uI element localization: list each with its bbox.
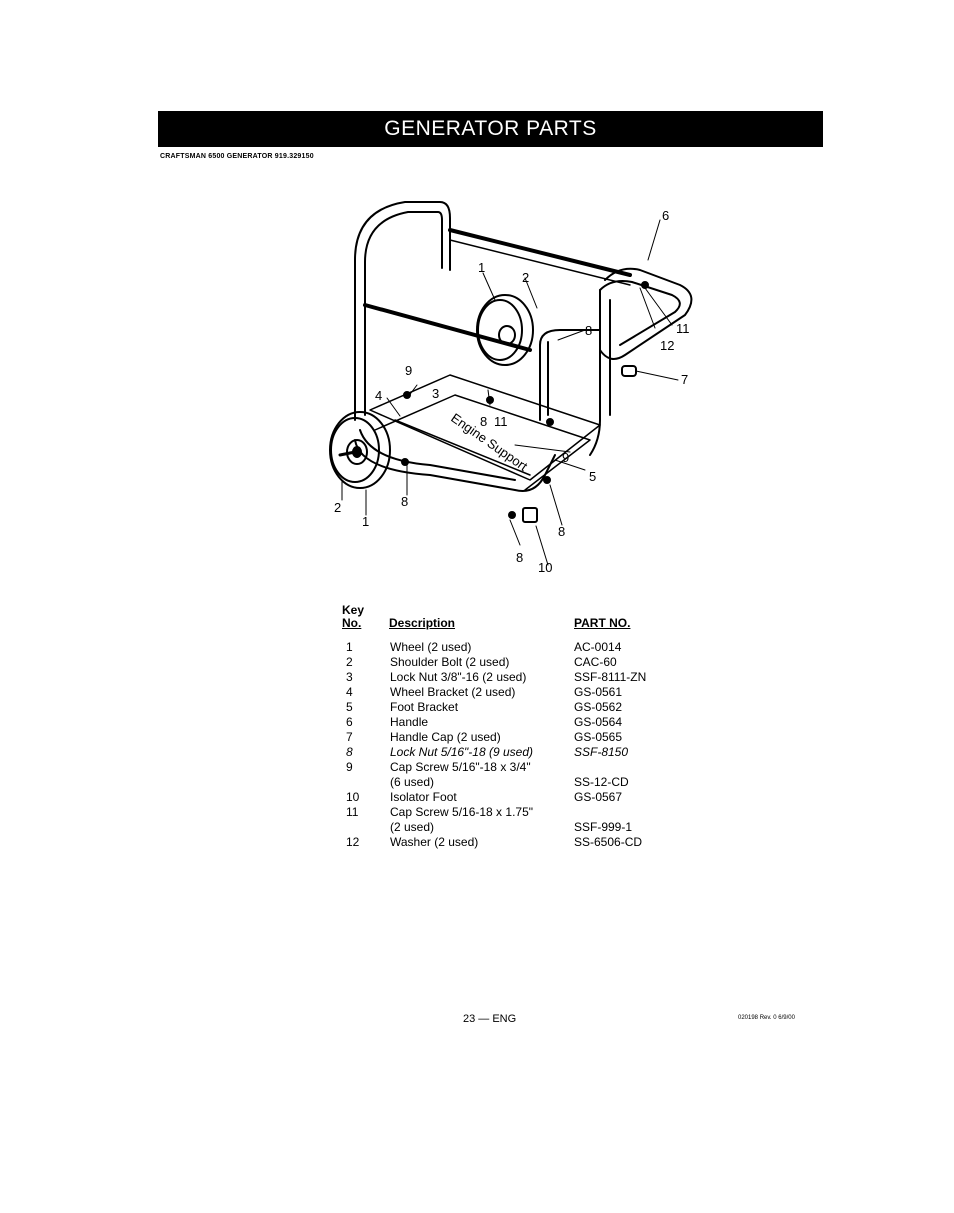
part-number: SS-12-CD [574, 775, 629, 789]
part-number: GS-0562 [574, 700, 623, 714]
key-no: 10 [346, 790, 360, 804]
part-number: AC-0014 [574, 640, 622, 654]
callout-2b: 2 [334, 500, 341, 515]
part-description: Handle Cap (2 used) [390, 730, 501, 744]
key-no: 12 [346, 835, 360, 849]
engine-support-label: Engine Support [448, 410, 530, 474]
callout-6: 6 [662, 208, 669, 223]
callout-7: 7 [681, 372, 688, 387]
part-description: Lock Nut 3/8"-16 (2 used) [390, 670, 527, 684]
key-no: 5 [346, 700, 353, 714]
part-number: GS-0567 [574, 790, 623, 804]
generator-frame-diagram: Engine Support 1 2 3 4 5 6 7 9 10 11 12 … [329, 201, 693, 575]
page-title: GENERATOR PARTS [158, 111, 823, 147]
part-description: Cap Screw 5/16-18 x 1.75" [390, 805, 534, 819]
callout-4: 4 [375, 388, 382, 403]
callout-1: 1 [478, 260, 485, 275]
part-description-cont: (2 used) [390, 820, 435, 834]
part-number: SSF-999-1 [574, 820, 633, 834]
callout-5: 5 [589, 469, 596, 484]
callout-8e: 8 [480, 414, 487, 429]
part-no-header: PART NO. [574, 616, 631, 630]
part-description: Handle [390, 715, 429, 729]
part-description: Lock Nut 5/16"-18 (9 used) [390, 745, 534, 759]
key-no: 8 [346, 745, 353, 759]
part-description: Wheel (2 used) [390, 640, 472, 654]
callout-11b: 11 [494, 414, 508, 429]
part-description: Foot Bracket [390, 700, 459, 714]
key-no: 7 [346, 730, 353, 744]
callout-2: 2 [522, 270, 529, 285]
key-no: 6 [346, 715, 353, 729]
part-number: SS-6506-CD [574, 835, 643, 849]
callout-10: 10 [538, 560, 552, 575]
part-number: SSF-8111-ZN [574, 670, 647, 684]
part-description: Cap Screw 5/16"-18 x 3/4" [390, 760, 531, 774]
description-header: Description [389, 616, 456, 630]
part-description-cont: (6 used) [390, 775, 435, 789]
callout-8c: 8 [558, 524, 565, 539]
callout-12: 12 [660, 338, 674, 353]
key-no: 1 [346, 640, 353, 654]
callout-11: 11 [676, 321, 690, 336]
callout-9b: 9 [562, 450, 569, 465]
part-number: GS-0564 [574, 715, 623, 729]
callout-3: 3 [432, 386, 439, 401]
key-no: 2 [346, 655, 353, 669]
callout-1b: 1 [362, 514, 369, 529]
revision-code: 020198 Rev. 0 6/9/00 [738, 1015, 795, 1021]
part-description: Wheel Bracket (2 used) [390, 685, 516, 699]
callout-9: 9 [405, 363, 412, 378]
part-number: GS-0565 [574, 730, 623, 744]
callout-8a: 8 [401, 494, 408, 509]
model-subtitle: CRAFTSMAN 6500 GENERATOR 919.329150 [160, 153, 314, 160]
part-number: CAC-60 [574, 655, 617, 669]
part-number: GS-0561 [574, 685, 623, 699]
part-description: Shoulder Bolt (2 used) [390, 655, 510, 669]
callout-8b: 8 [516, 550, 523, 565]
part-description: Isolator Foot [390, 790, 457, 804]
key-header: Key No. [342, 603, 365, 630]
part-description: Washer (2 used) [390, 835, 479, 849]
key-no: 9 [346, 760, 353, 774]
key-no: 11 [346, 805, 359, 819]
part-number: SSF-8150 [574, 745, 629, 759]
key-no: 3 [346, 670, 353, 684]
callout-8d: 8 [585, 323, 592, 338]
key-no: 4 [346, 685, 353, 699]
page-number: 23 — ENG [463, 1013, 517, 1025]
